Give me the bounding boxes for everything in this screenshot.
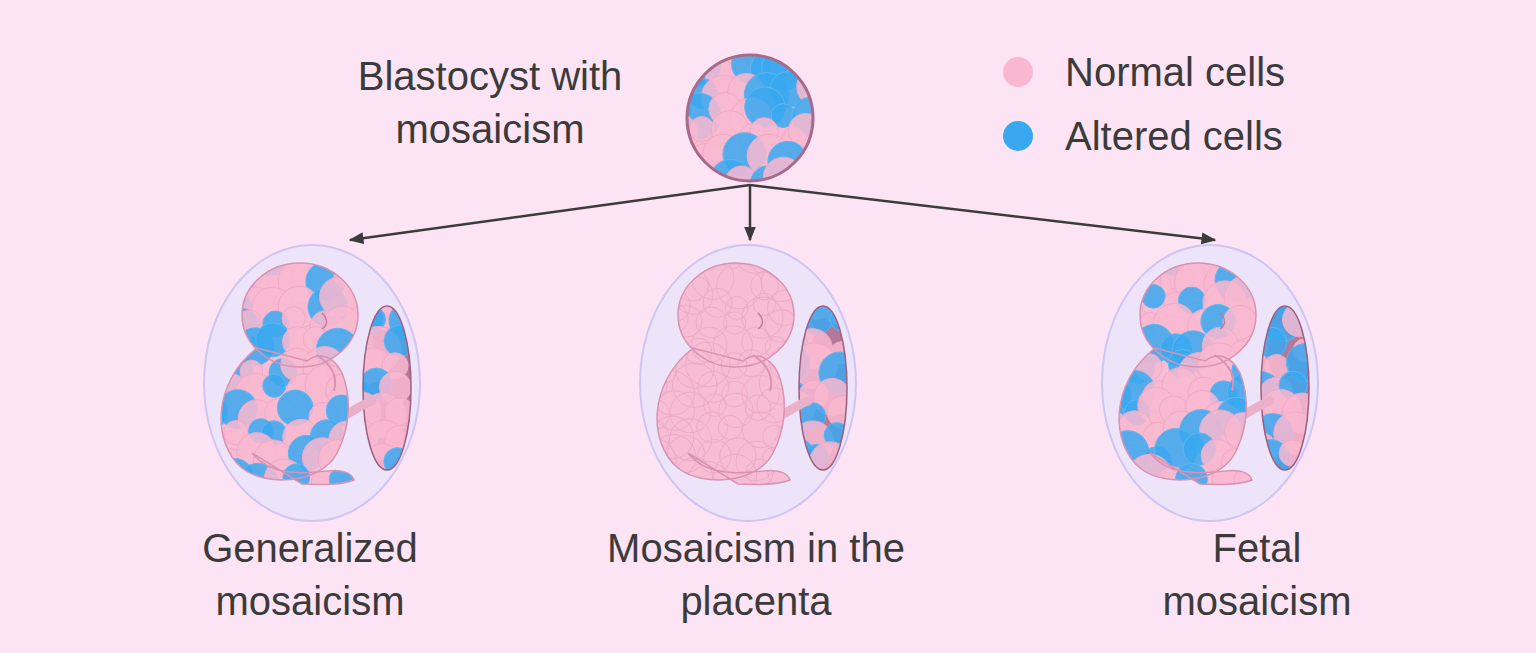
- legend-entry: Normal cells: [1003, 40, 1285, 104]
- embryo-illustration: [620, 236, 861, 521]
- cell: [633, 368, 667, 402]
- cell: [1112, 248, 1144, 280]
- cell: [1283, 303, 1317, 337]
- cell: [639, 399, 669, 429]
- legend-swatch: [1003, 121, 1033, 151]
- cell: [1142, 241, 1170, 269]
- cell: [670, 392, 710, 432]
- embryo-illustration: [183, 234, 425, 521]
- cell: [667, 167, 704, 204]
- legend-label: Altered cells: [1065, 114, 1283, 159]
- cell: [384, 325, 416, 357]
- blastocyst-label: Blastocyst with mosaicism: [340, 50, 640, 156]
- cell: [719, 393, 753, 427]
- cell: [830, 308, 853, 331]
- cell: [622, 280, 665, 323]
- cell: [646, 239, 688, 281]
- cell: [1279, 440, 1305, 466]
- cell: [1090, 342, 1129, 381]
- legend: Normal cellsAltered cells: [1003, 40, 1285, 168]
- cell: [689, 117, 714, 142]
- cell: [714, 454, 757, 497]
- cell: [772, 21, 816, 65]
- embryo-node: Fetal mosaicism: [1097, 240, 1417, 634]
- cell: [623, 355, 661, 393]
- cell: [631, 438, 676, 483]
- cell: [193, 421, 219, 447]
- legend-swatch: [1003, 57, 1033, 87]
- cell: [767, 290, 802, 325]
- arrow: [350, 185, 750, 240]
- cell: [668, 236, 701, 269]
- arrow: [750, 185, 1215, 240]
- cell: [757, 388, 792, 423]
- cell: [668, 436, 705, 473]
- embryo-node: Mosaicism in the placenta: [590, 240, 922, 634]
- cell: [1098, 323, 1133, 358]
- blastocyst: [655, 21, 838, 205]
- cell: [620, 306, 664, 350]
- cell: [764, 241, 803, 280]
- mosaicism-type-label: Mosaicism in the placenta: [596, 522, 916, 628]
- cell: [621, 448, 667, 494]
- cell: [765, 337, 787, 359]
- cell: [651, 264, 686, 299]
- cell: [670, 151, 695, 176]
- blastocyst-node: Blastocyst with mosaicism: [330, 40, 650, 185]
- cell: [1083, 283, 1128, 328]
- cell: [736, 236, 774, 274]
- cell: [1100, 303, 1134, 337]
- arrow: [749, 185, 752, 240]
- embryo-illustration: [1083, 229, 1324, 521]
- cell: [186, 440, 231, 485]
- mosaicism-type-label: Fetal mosaicism: [1127, 522, 1387, 628]
- cell: [194, 290, 222, 318]
- cell: [629, 239, 672, 282]
- cell: [675, 34, 697, 56]
- embryo-node: Generalized mosaicism: [150, 240, 470, 634]
- legend-label: Normal cells: [1065, 50, 1285, 95]
- cell: [282, 307, 305, 330]
- cell: [793, 28, 837, 72]
- cell: [657, 303, 688, 334]
- mosaicism-type-label: Generalized mosaicism: [160, 522, 460, 628]
- cell: [183, 296, 228, 341]
- cell: [703, 288, 732, 317]
- cell: [1142, 285, 1166, 309]
- cell: [1089, 237, 1135, 283]
- cell: [1256, 327, 1286, 357]
- cell: [809, 442, 851, 484]
- cell: [1083, 438, 1128, 483]
- cell: [198, 329, 238, 369]
- cell: [736, 441, 775, 480]
- cell: [802, 164, 829, 191]
- cell: [198, 256, 237, 295]
- cell: [630, 332, 655, 357]
- cell: [263, 374, 286, 397]
- cell: [194, 238, 238, 282]
- cell: [328, 246, 350, 268]
- cell: [799, 51, 837, 89]
- cell: [1110, 466, 1141, 497]
- cell: [718, 415, 742, 439]
- cell: [1096, 457, 1135, 496]
- cell: [1225, 236, 1264, 275]
- cell: [769, 346, 803, 380]
- cell: [629, 418, 669, 458]
- cell: [216, 246, 251, 281]
- cell: [672, 363, 717, 408]
- cell: [697, 412, 728, 443]
- cell: [1113, 266, 1146, 299]
- cell: [193, 458, 235, 500]
- cell: [738, 350, 765, 377]
- cell: [1083, 261, 1123, 301]
- cell: [683, 26, 723, 66]
- legend-entry: Altered cells: [1003, 104, 1285, 168]
- cell: [717, 263, 762, 308]
- cell: [216, 459, 253, 496]
- cell: [622, 256, 665, 299]
- cell: [655, 337, 678, 360]
- cell: [650, 464, 677, 491]
- cell: [674, 276, 713, 315]
